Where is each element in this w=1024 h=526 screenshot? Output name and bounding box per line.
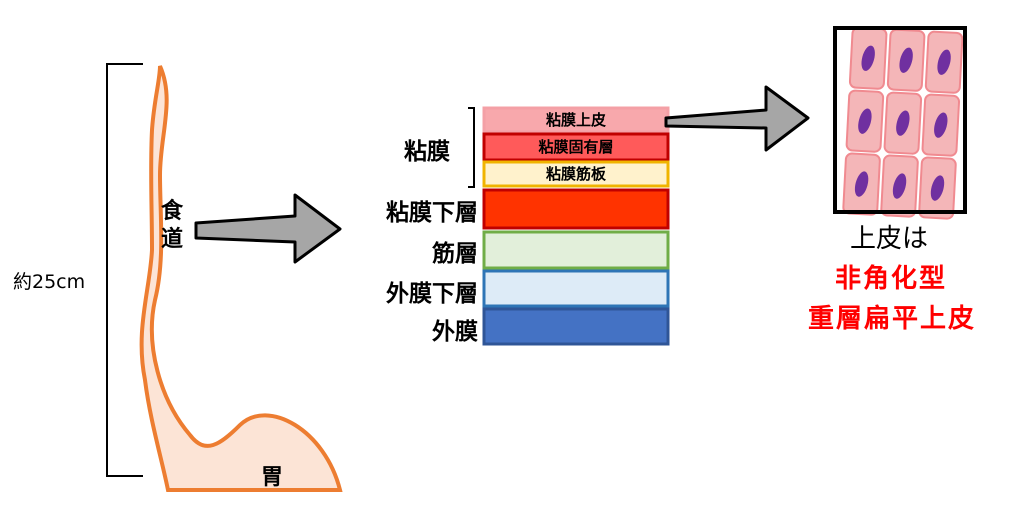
- cell-nucleus-5: [896, 110, 910, 136]
- epithelium-cell-view: [833, 26, 967, 220]
- esophagus-label-char-1: 食: [161, 199, 184, 224]
- arrow-esophagus-to-layers: [194, 193, 342, 264]
- layer-bar-2: [482, 132, 670, 162]
- esophagus-label-char-2: 道: [161, 227, 184, 252]
- layer-label-side-4: 粘膜下層: [386, 200, 478, 226]
- epithelium-type-line-1: 非角化型: [835, 264, 948, 294]
- cell-nucleus-6: [934, 112, 948, 138]
- length-bracket: [106, 63, 143, 477]
- epithelium-type-line-2: 重層扁平上皮: [808, 304, 977, 334]
- length-label: 約25cm: [13, 271, 86, 293]
- cell-nucleus-3: [937, 49, 951, 75]
- layer-bars: [482, 106, 670, 346]
- layer-bar-6: [482, 269, 670, 308]
- mucosa-group-label: 粘膜: [404, 139, 450, 165]
- layer-label-inside-2: 粘膜固有層: [538, 138, 614, 156]
- layer-bar-5: [482, 230, 670, 270]
- layer-label-side-7: 外膜: [432, 319, 478, 345]
- layer-bar-7: [482, 307, 670, 346]
- epithelium-caption: 上皮は: [850, 224, 929, 254]
- cell-nucleus-9: [930, 175, 945, 201]
- layer-label-inside-3: 粘膜筋板: [545, 165, 606, 183]
- layer-bar-4: [482, 188, 670, 230]
- stomach-label: 胃: [261, 465, 284, 490]
- mucosa-bracket: [468, 107, 475, 188]
- layer-label-side-5: 筋層: [432, 241, 478, 267]
- esophagus-label: 食 道: [161, 198, 183, 254]
- cell-nucleus-8: [892, 173, 907, 199]
- cell-nucleus-2: [899, 47, 913, 73]
- layer-bar-1: [482, 106, 670, 134]
- layer-label-side-6: 外膜下層: [386, 281, 478, 307]
- layer-label-inside-1: 粘膜上皮: [545, 111, 606, 129]
- cell-nucleus-1: [861, 45, 875, 71]
- layer-bar-3: [482, 160, 670, 188]
- esophagus-and-stomach-shape: [139, 65, 343, 492]
- cell-nucleus-4: [858, 108, 872, 134]
- cell-nucleus-7: [854, 171, 869, 197]
- arrow-epithelium-to-cells: [664, 85, 810, 152]
